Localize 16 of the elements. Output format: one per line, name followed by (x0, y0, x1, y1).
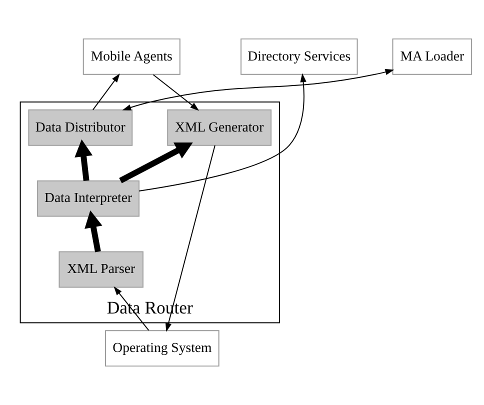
arrow (122, 68, 394, 110)
node-box: Data Interpreter (37, 180, 140, 217)
arrow (92, 74, 120, 110)
node-box: MA Loader (392, 38, 472, 75)
arrow (138, 73, 306, 192)
node-box: Data Distributor (28, 109, 133, 146)
node-box: Directory Services (240, 38, 358, 75)
arrow (84, 210, 102, 252)
node-box: Mobile Agents (82, 38, 180, 75)
arrow (119, 142, 193, 184)
node-box: XML Generator (167, 109, 272, 146)
node-box: Operating System (105, 330, 220, 367)
node-box: XML Parser (58, 251, 144, 288)
arrow (165, 144, 216, 332)
arrow (152, 74, 200, 111)
arrow (74, 139, 93, 182)
